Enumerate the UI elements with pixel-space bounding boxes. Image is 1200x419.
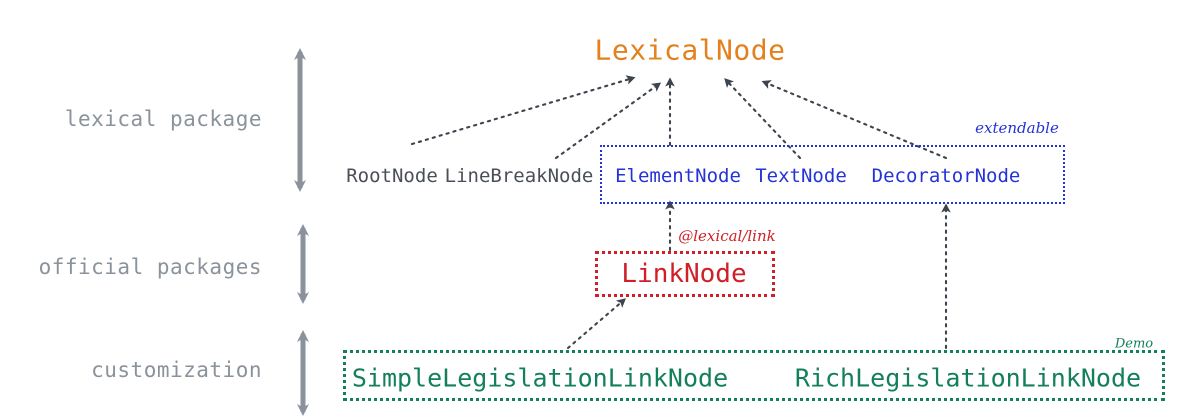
connector-simplelegislationlinknode-to-linknode	[566, 298, 626, 350]
node-linebreaknode: LineBreakNode	[444, 165, 594, 187]
group-box-demo	[343, 350, 1165, 401]
layer-label-lexical-package: lexical package	[64, 107, 262, 131]
layer-label-official-packages: official packages	[38, 255, 262, 279]
annotation-lexical-link-package: @lexical/link	[678, 227, 776, 245]
node-lexicalnode: LexicalNode	[594, 33, 786, 67]
layer-label-customization: customization	[91, 358, 262, 382]
group-box-lexical-link	[595, 251, 775, 297]
node-elementnode: ElementNode	[615, 165, 741, 187]
node-richlegislationlinknode: RichLegislationLinkNode	[794, 363, 1142, 393]
node-linknode: LinkNode	[621, 259, 747, 289]
node-textnode: TextNode	[755, 165, 847, 187]
node-decoratornode: DecoratorNode	[871, 165, 1021, 187]
connector-rootnode-to-lexicalnode	[410, 75, 636, 146]
node-rootnode: RootNode	[346, 165, 438, 187]
group-box-extendable	[600, 145, 1065, 204]
annotation-extendable: extendable	[975, 119, 1059, 137]
node-simplelegislationlinknode: SimpleLegislationLinkNode	[351, 363, 729, 393]
annotation-demo: Demo	[1114, 336, 1154, 352]
